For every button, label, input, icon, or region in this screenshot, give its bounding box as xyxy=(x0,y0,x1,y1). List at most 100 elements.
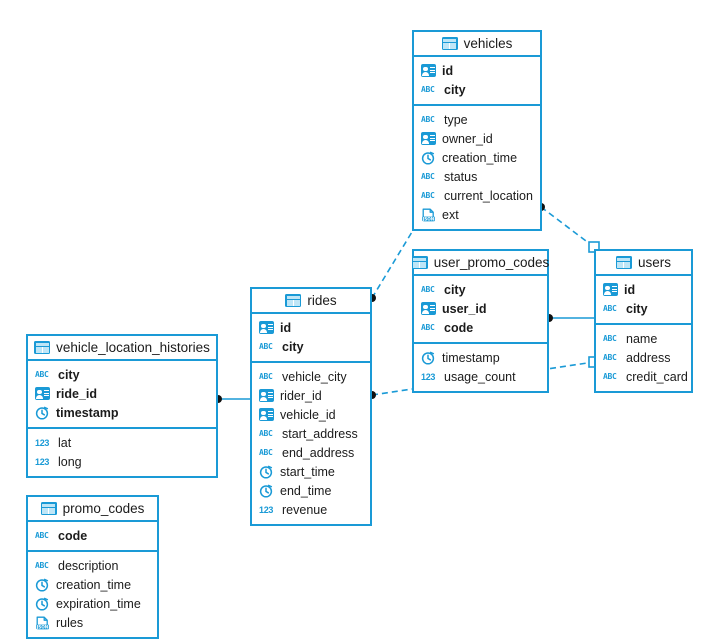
table-name: users xyxy=(637,255,671,270)
field-label: lat xyxy=(58,435,72,450)
table-grid-icon xyxy=(34,341,51,354)
field-row: 123 long xyxy=(28,452,216,471)
json-document-icon: JSON xyxy=(421,208,436,222)
table-grid-icon xyxy=(40,502,57,515)
field-row: id xyxy=(252,318,370,337)
abc-string-icon: ABC xyxy=(603,372,617,381)
field-row: user_id xyxy=(414,299,547,318)
clock-timestamp-icon xyxy=(35,578,50,592)
field-label: type xyxy=(444,112,468,127)
table-name: rides xyxy=(307,293,337,308)
field-row: ABC status xyxy=(414,167,540,186)
clock-timestamp-icon xyxy=(259,484,274,498)
abc-string-icon: ABC xyxy=(421,323,435,332)
field-label: id xyxy=(624,282,636,297)
field-row: creation_time xyxy=(414,148,540,167)
abc-string-icon: ABC xyxy=(259,342,273,351)
field-label: creation_time xyxy=(56,577,132,592)
field-row: ride_id xyxy=(28,384,216,403)
identifier-card-icon xyxy=(603,283,618,296)
field-label: end_time xyxy=(280,483,332,498)
table-header: user_promo_codes xyxy=(411,251,549,276)
field-row: id xyxy=(596,280,691,299)
field-label: code xyxy=(58,528,88,543)
field-label: city xyxy=(58,367,80,382)
table-name: vehicles xyxy=(463,36,513,51)
abc-string-icon: ABC xyxy=(603,334,617,343)
number-123-icon: 123 xyxy=(35,456,50,467)
field-label: name xyxy=(626,331,658,346)
field-row: ABC credit_card xyxy=(596,367,691,386)
table-header: rides xyxy=(252,289,370,314)
clock-timestamp-icon xyxy=(35,406,50,420)
field-row: creation_time xyxy=(28,575,157,594)
field-row: JSON rules xyxy=(28,613,157,632)
json-document-icon: JSON xyxy=(35,616,50,630)
field-row: end_time xyxy=(252,481,370,500)
abc-string-icon: ABC xyxy=(259,429,273,438)
field-label: city xyxy=(282,339,304,354)
table-header: users xyxy=(596,251,691,276)
field-row: timestamp xyxy=(414,348,547,367)
field-label: city xyxy=(444,282,466,297)
abc-string-icon: ABC xyxy=(259,372,273,381)
table-grid-icon xyxy=(615,256,632,269)
table-name: promo_codes xyxy=(62,501,145,516)
field-label: timestamp xyxy=(56,405,119,420)
field-label: owner_id xyxy=(442,131,493,146)
abc-string-icon: ABC xyxy=(35,561,49,570)
number-123-icon: 123 xyxy=(259,504,274,515)
abc-string-icon: ABC xyxy=(259,448,273,457)
field-label: expiration_time xyxy=(56,596,141,611)
clock-timestamp-icon xyxy=(35,597,50,611)
field-row: ABC name xyxy=(596,329,691,348)
abc-string-icon: ABC xyxy=(603,304,617,313)
field-label: status xyxy=(444,169,478,184)
field-label: long xyxy=(58,454,82,469)
abc-string-icon: ABC xyxy=(421,285,435,294)
field-row: start_time xyxy=(252,462,370,481)
field-label: credit_card xyxy=(626,369,688,384)
identifier-card-icon xyxy=(259,389,274,402)
table-name: vehicle_location_histories xyxy=(56,340,210,355)
abc-string-icon: ABC xyxy=(421,172,435,181)
field-row: ABC city xyxy=(252,337,370,356)
abc-string-icon: ABC xyxy=(421,115,435,124)
identifier-card-icon xyxy=(421,302,436,315)
table-grid-icon xyxy=(441,37,458,50)
field-row: timestamp xyxy=(28,403,216,422)
field-row: rider_id xyxy=(252,386,370,405)
field-row: ABC city xyxy=(414,280,547,299)
table-grid-icon xyxy=(411,256,428,269)
field-label: rules xyxy=(56,615,84,630)
abc-string-icon: ABC xyxy=(603,353,617,362)
table-header: vehicle_location_histories xyxy=(28,336,216,361)
field-label: ext xyxy=(442,207,459,222)
field-label: user_id xyxy=(442,301,487,316)
